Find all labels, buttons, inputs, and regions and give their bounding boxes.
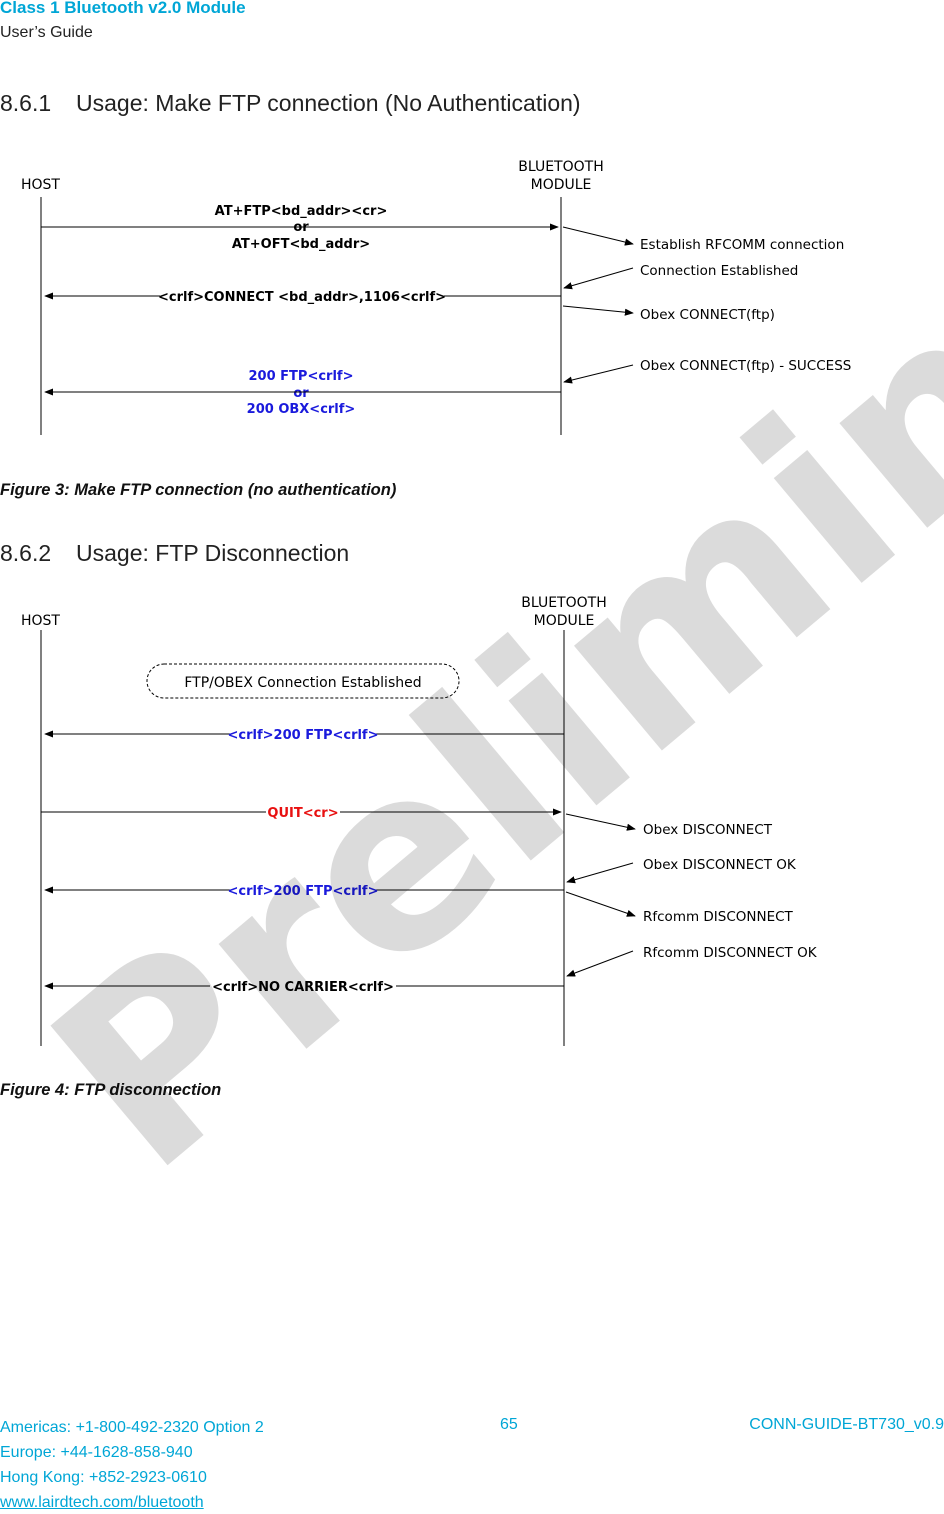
msg-200-ftp-2: <crlf>200 FTP<crlf> <box>228 884 379 899</box>
msg-200-obx: 200 OBX<crlf> <box>247 402 356 417</box>
note-connection-established: Connection Established <box>640 263 798 279</box>
msg-or-blue: or <box>293 386 309 401</box>
section-number: 8.6.2 <box>0 540 52 566</box>
footer-americas: Americas: +1-800-492-2320 Option 2 <box>0 1419 264 1436</box>
note-obex-connect: Obex CONNECT(ftp) <box>640 307 775 323</box>
module-label-line1: BLUETOOTH <box>521 595 606 611</box>
msg-no-carrier: <crlf>NO CARRIER<crlf> <box>212 980 394 995</box>
figure-3-caption: Figure 3: Make FTP connection (no authen… <box>0 481 397 499</box>
section-title: Usage: Make FTP connection (No Authentic… <box>76 90 581 116</box>
msg-quit: QUIT<cr> <box>267 806 338 821</box>
host-label: HOST <box>21 177 60 193</box>
document-title: Class 1 Bluetooth v2.0 Module <box>0 0 246 17</box>
module-label-line2: MODULE <box>531 177 592 193</box>
msg-200-ftp-1: <crlf>200 FTP<crlf> <box>228 728 379 743</box>
module-label-line1: BLUETOOTH <box>518 159 603 175</box>
msg-200-ftp: 200 FTP<crlf> <box>249 369 354 384</box>
sequence-diagram-ftp-disconnect: HOST BLUETOOTH MODULE FTP/OBEX Connectio… <box>21 595 818 1046</box>
section-title: Usage: FTP Disconnection <box>76 540 350 566</box>
note-rfcomm-disconnect-ok: Rfcomm DISCONNECT OK <box>643 945 818 961</box>
note-obex-connect-success: Obex CONNECT(ftp) - SUCCESS <box>640 358 851 374</box>
sequence-diagram-ftp-connect: HOST BLUETOOTH MODULE AT+FTP<bd_addr><cr… <box>21 159 851 435</box>
note-establish-rfcomm: Establish RFCOMM connection <box>640 237 844 253</box>
document-subtitle: User’s Guide <box>0 24 93 41</box>
msg-connect: <crlf>CONNECT <bd_addr>,1106<crlf> <box>158 290 446 305</box>
note-obex-disconnect: Obex DISCONNECT <box>643 822 773 838</box>
section-heading-8-6-1: 8.6.1 Usage: Make FTP connection (No Auth… <box>0 90 581 117</box>
page-number: 65 <box>500 1416 518 1433</box>
module-label-line2: MODULE <box>534 613 595 629</box>
document-id: CONN-GUIDE-BT730_v0.9 <box>749 1416 944 1433</box>
msg-at-ftp: AT+FTP<bd_addr><cr> <box>215 204 388 219</box>
footer-hongkong: Hong Kong: +852-2923-0610 <box>0 1469 207 1486</box>
note-obex-disconnect-ok: Obex DISCONNECT OK <box>643 857 797 873</box>
msg-at-oft: AT+OFT<bd_addr> <box>232 237 370 252</box>
section-heading-8-6-2: 8.6.2 Usage: FTP Disconnection <box>0 540 349 567</box>
note-rfcomm-disconnect: Rfcomm DISCONNECT <box>643 909 794 925</box>
section-number: 8.6.1 <box>0 90 52 116</box>
footer-website-link[interactable]: www.lairdtech.com/bluetooth <box>0 1494 204 1511</box>
footer-europe: Europe: +44-1628-858-940 <box>0 1444 193 1461</box>
host-label: HOST <box>21 613 60 629</box>
figure-4-caption: Figure 4: FTP disconnection <box>0 1081 222 1099</box>
state-box <box>146 663 460 699</box>
state-box-label: FTP/OBEX Connection Established <box>184 675 421 691</box>
